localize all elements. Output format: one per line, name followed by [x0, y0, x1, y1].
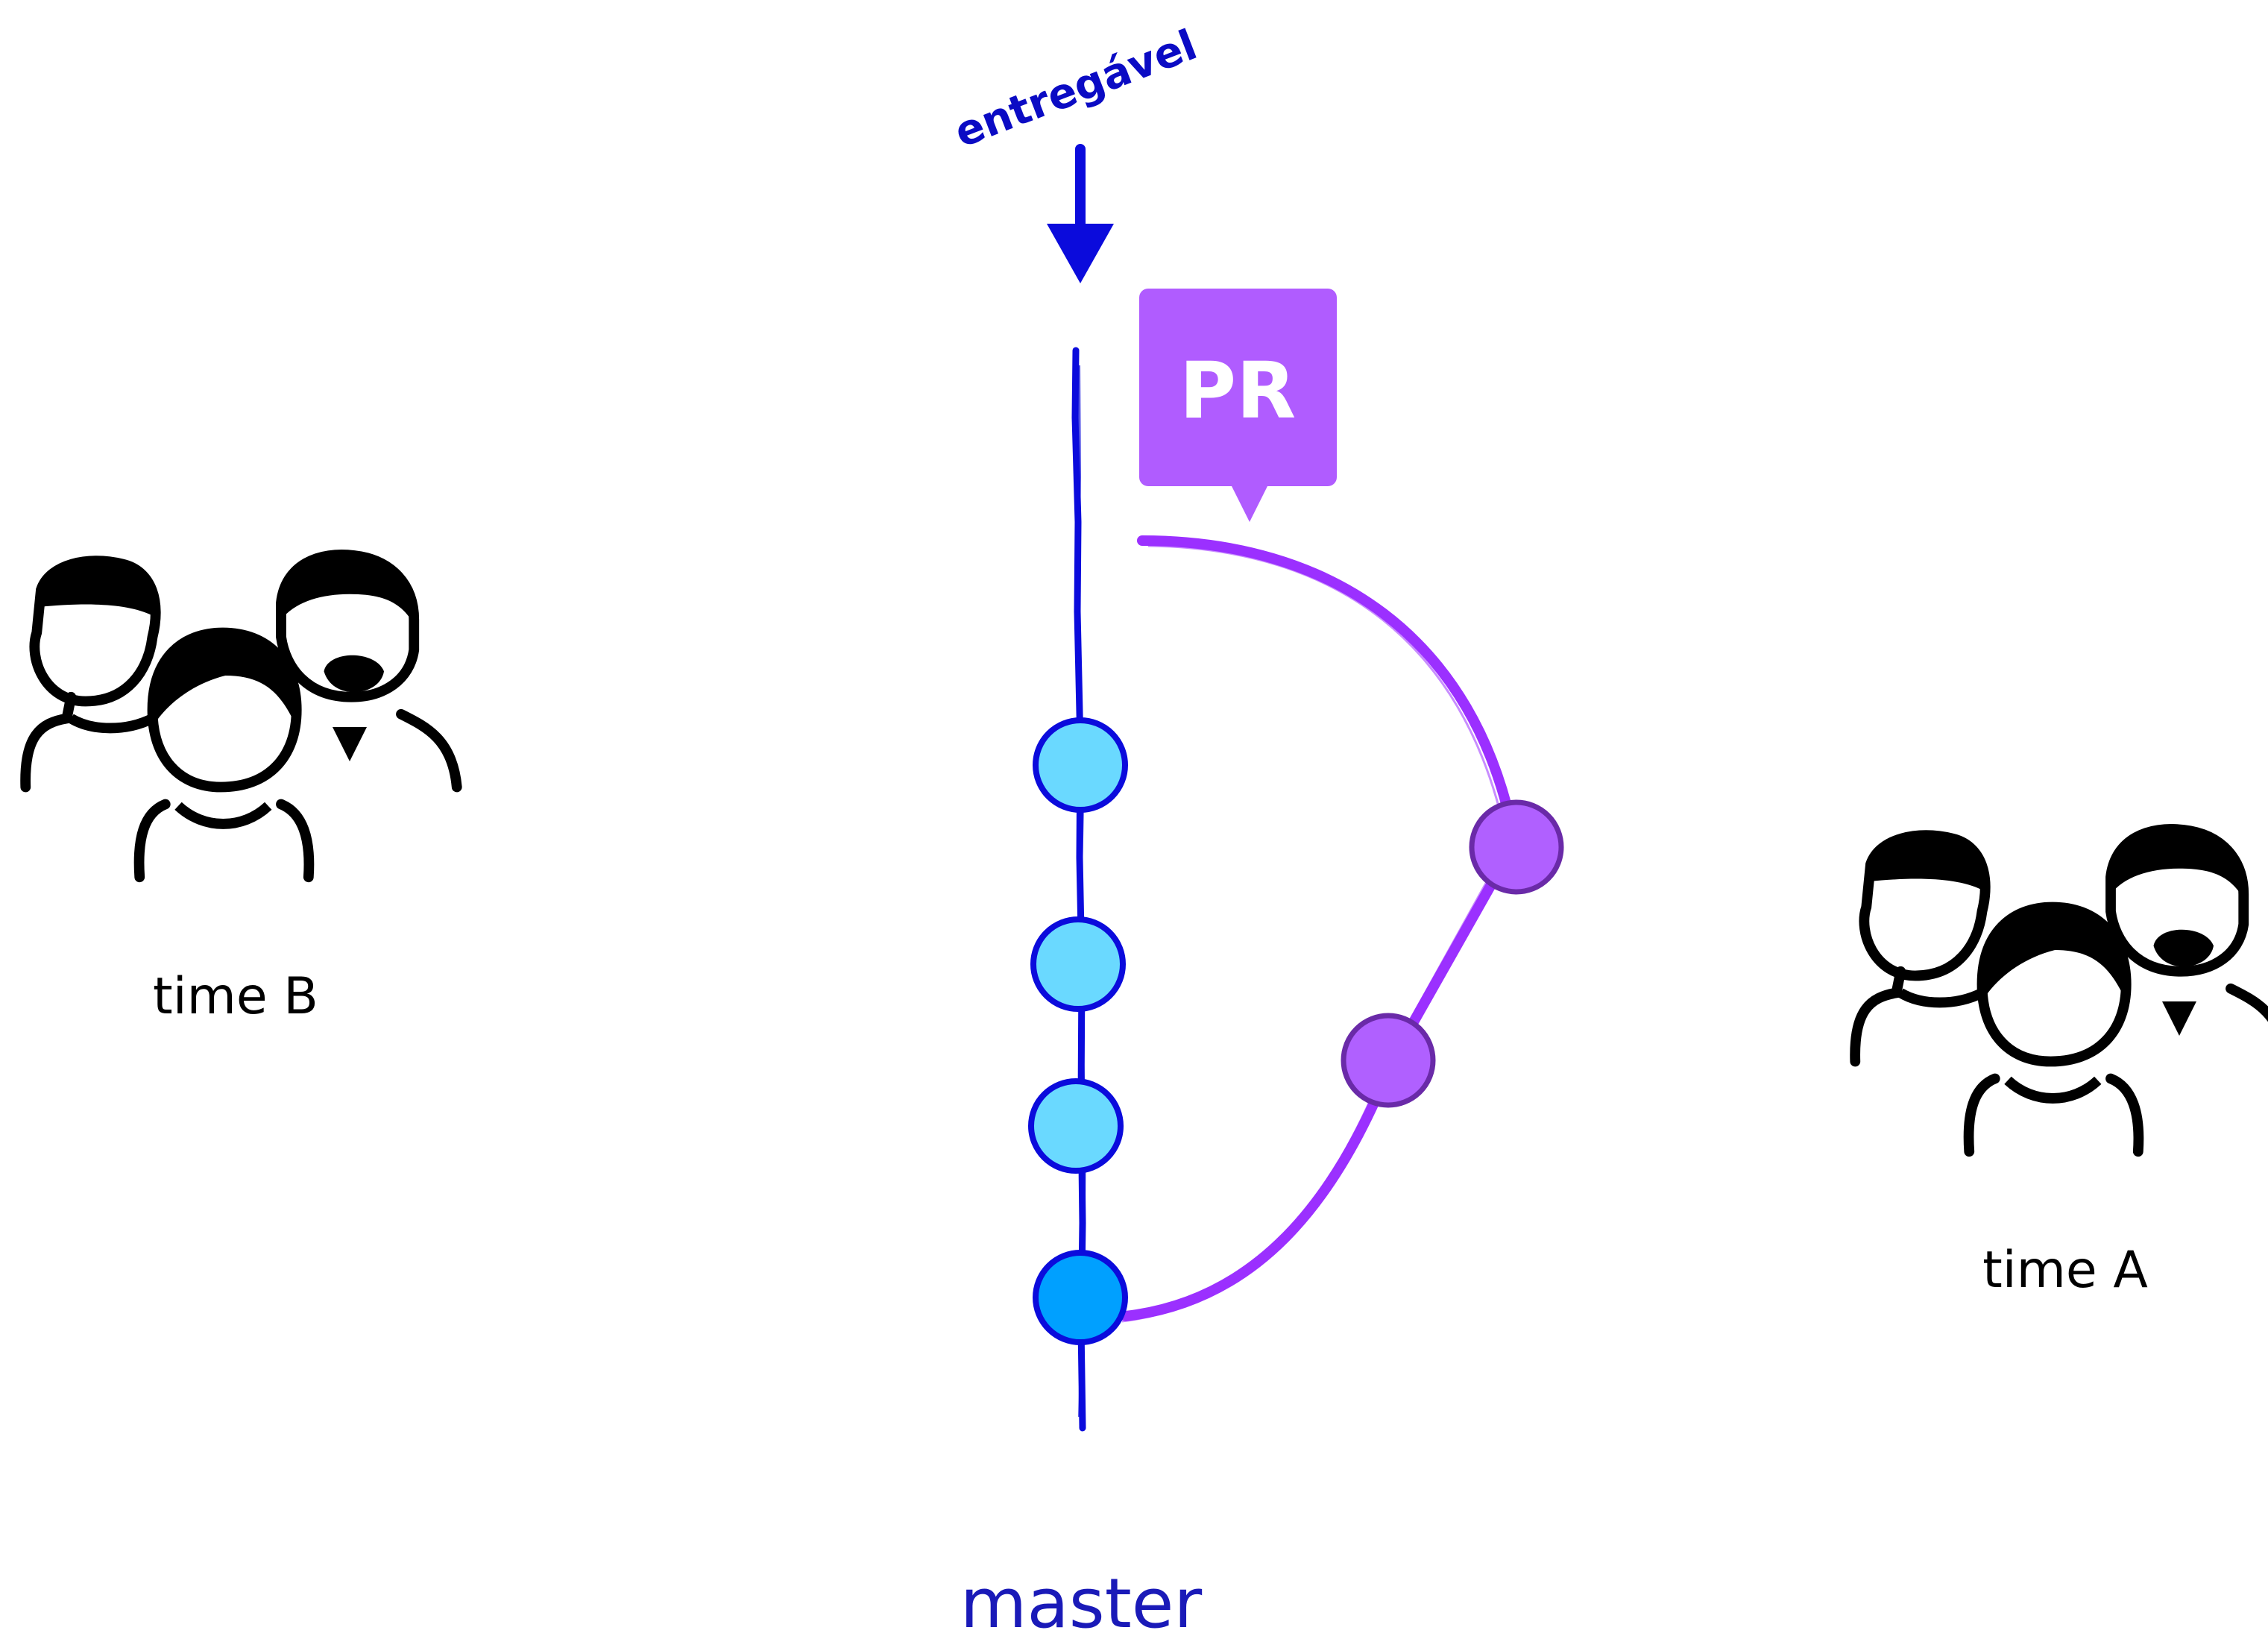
master-commit-node: [1033, 717, 1128, 813]
feature-commit-node: [1469, 799, 1564, 895]
feature-branch-line: [1121, 535, 1521, 1323]
speech-bubble-icon: [1139, 289, 1337, 486]
team-a-label: time A: [1982, 1241, 2148, 1300]
master-commit-node: [1030, 916, 1126, 1012]
feature-commit-node: [1341, 1013, 1436, 1108]
master-commit-node: [1028, 1078, 1124, 1174]
team-icon: [1855, 828, 2268, 1151]
team-b-label: time B: [153, 967, 318, 1026]
deliverable-label: entregável: [948, 21, 1203, 157]
feature-commits: [1341, 799, 1564, 1108]
arrow-down-icon: [1047, 144, 1114, 283]
pr-badge: PR: [1139, 289, 1337, 522]
base-commit-node: [1033, 1250, 1128, 1345]
master-label: master: [960, 1564, 1203, 1639]
pr-label: PR: [1179, 345, 1296, 436]
master-commits: [1028, 717, 1128, 1345]
team-icon: [25, 553, 457, 877]
